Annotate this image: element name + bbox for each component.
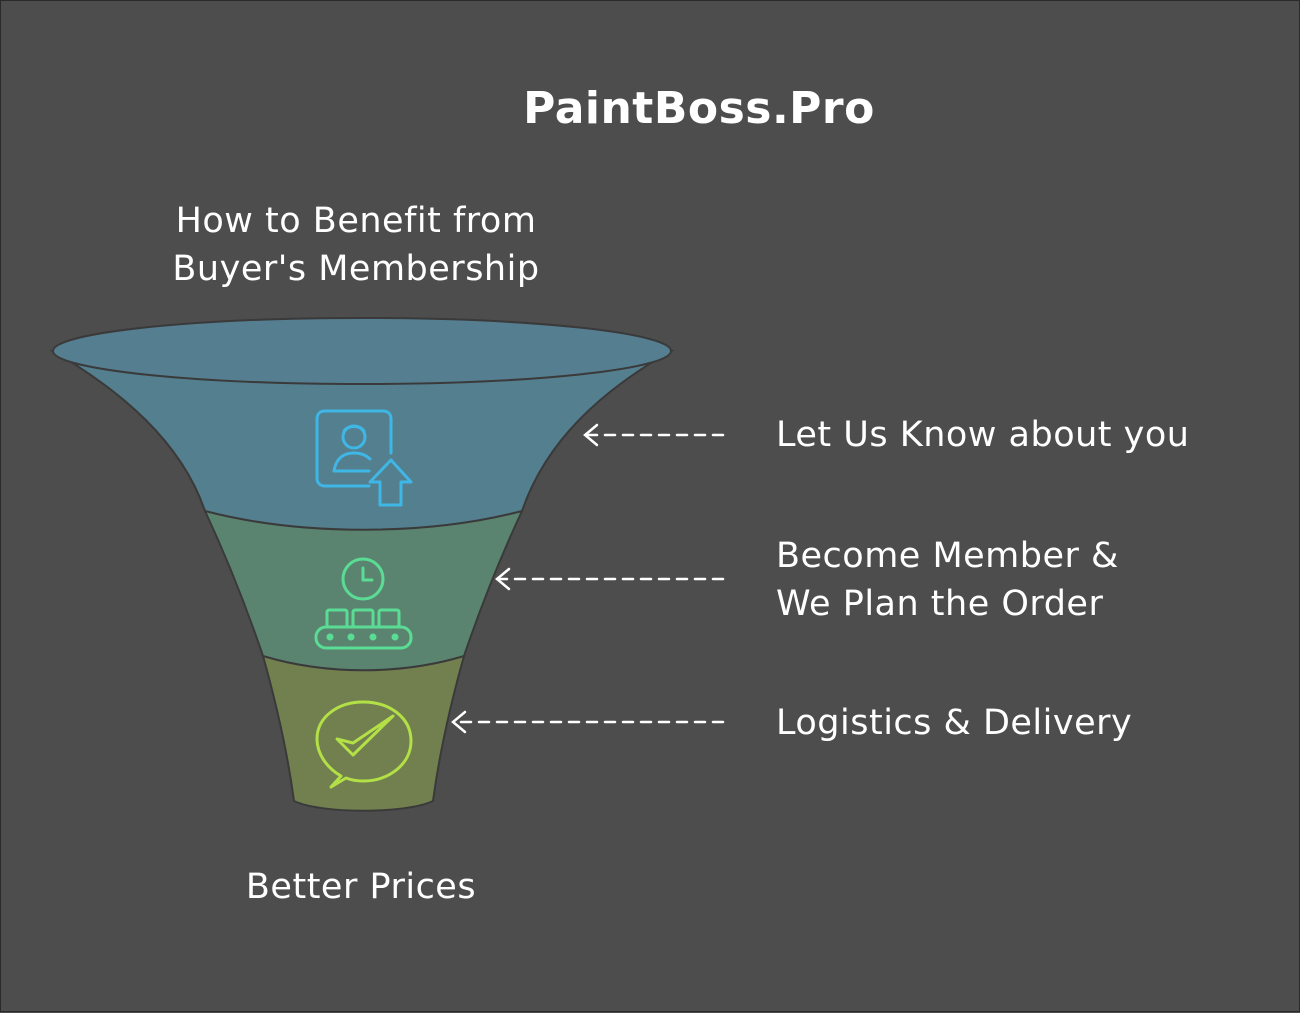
funnel-stage-3 (261, 655, 466, 812)
stage-3-label: Logistics & Delivery (776, 699, 1132, 747)
funnel-title: How to Benefit from Buyer's Membership (101, 197, 611, 293)
conveyor-clock-icon (314, 557, 413, 650)
stage-1-label: Let Us Know about you (776, 411, 1189, 459)
stage-2-label: Become Member & We Plan the Order (776, 532, 1119, 628)
funnel-stage-1 (49, 350, 675, 531)
funnel-rim (52, 317, 672, 385)
arrow-stage-3 (451, 710, 725, 734)
funnel-stage-2 (203, 510, 524, 672)
stage-3-label-line-1: Logistics & Delivery (776, 703, 1133, 743)
funnel-title-line-2: Buyer's Membership (172, 249, 540, 289)
stage-1-label-line-1: Let Us Know about you (776, 415, 1190, 455)
arrow-stage-1 (583, 423, 725, 447)
chat-check-icon (315, 700, 413, 789)
user-upload-icon (315, 409, 413, 507)
stage-2-label-line-2: We Plan the Order (776, 584, 1104, 624)
brand-title: PaintBoss.Pro (523, 83, 875, 134)
stage-2-label-line-1: Become Member & (776, 536, 1119, 576)
funnel-outcome-label: Better Prices (245, 867, 477, 907)
arrow-stage-2 (495, 567, 725, 591)
funnel-title-line-1: How to Benefit from (175, 201, 537, 241)
